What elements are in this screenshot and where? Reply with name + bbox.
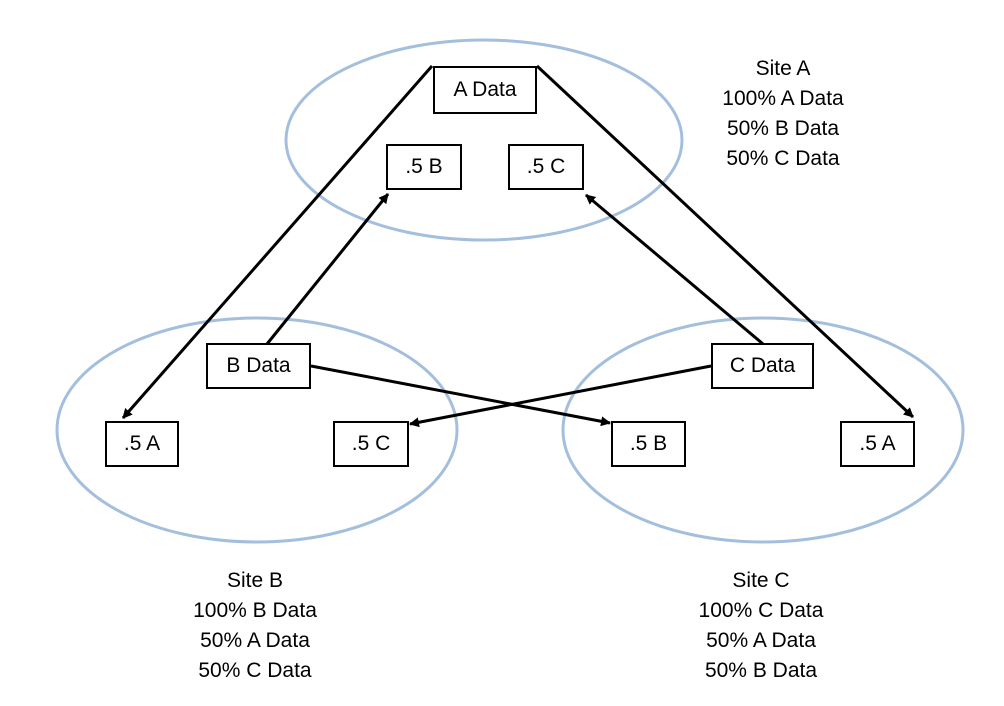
site-b-label: Site B 100% B Data 50% A Data 50% C Data [155,566,355,686]
arrow-b-to-site-a [265,193,390,345]
site-c-line: 50% A Data [706,629,816,652]
site-c-label: Site C 100% C Data 50% A Data 50% B Data [661,566,861,686]
arrow-a-to-site-b [121,65,434,419]
site-b-line: 100% B Data [193,599,317,622]
arrow-c-to-site-a [585,193,764,346]
c-data-box: C Data [711,343,814,389]
site-c-line: 100% C Data [698,599,824,622]
site-a-line: 100% A Data [722,87,844,110]
site-b-line: 50% C Data [198,659,312,682]
site-a-line: 50% C Data [726,147,840,170]
site-b-title: Site B [226,569,284,592]
site-c-ellipse [561,316,965,544]
arrow-a-to-site-c [535,64,915,419]
c-half-a-box: .5 A [840,421,915,467]
site-a-label: Site A 100% A Data 50% B Data 50% C Data [683,54,883,174]
c-half-b-box: .5 B [611,421,686,467]
site-b-ellipse [55,316,459,544]
site-a-line: 50% B Data [726,117,840,140]
site-c-title: Site C [732,569,790,592]
a-half-b-box: .5 B [386,144,462,190]
b-data-box: B Data [206,343,311,389]
site-b-line: 50% A Data [200,629,310,652]
arrow-c-to-site-b [409,364,712,428]
a-half-c-box: .5 C [508,144,584,190]
b-half-a-box: .5 A [105,421,179,467]
site-c-line: 50% B Data [704,659,818,682]
a-data-box: A Data [433,66,537,114]
site-a-title: Site A [755,57,811,80]
arrow-b-to-site-c [310,364,611,427]
b-half-c-box: .5 C [333,421,409,467]
site-a-ellipse [284,38,684,242]
